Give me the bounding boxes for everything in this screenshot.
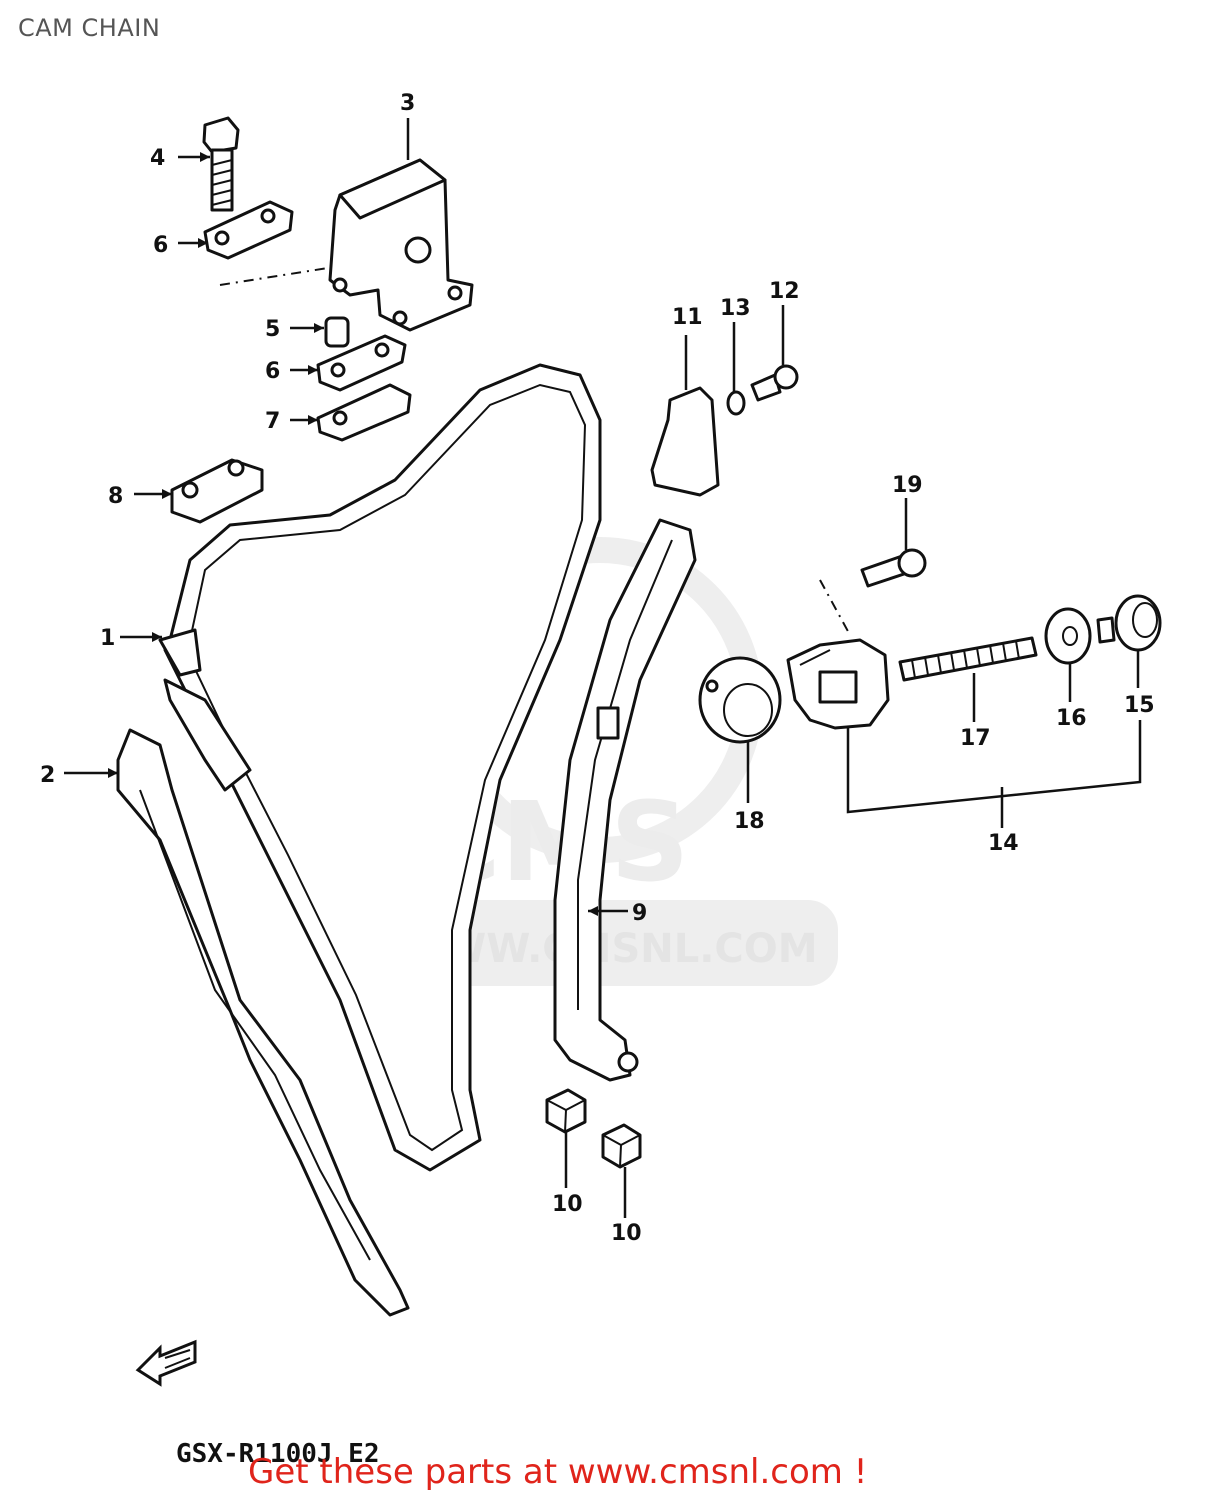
callout-19: 19 <box>892 473 923 498</box>
callout-13: 13 <box>720 296 751 321</box>
page-title: CAM CHAIN <box>18 14 161 42</box>
callout-4: 4 <box>150 146 165 171</box>
callout-9: 9 <box>632 901 647 926</box>
part-11-damper <box>650 386 720 497</box>
part-10-block-a <box>545 1088 587 1134</box>
callout-12: 12 <box>769 279 800 304</box>
part-17-spring <box>898 636 1038 682</box>
part-1-cam-chain <box>158 363 602 1172</box>
part-4-bolt <box>202 116 240 212</box>
callouts: 3 4 6 5 6 7 8 1 2 9 10 10 11 13 12 19 17… <box>40 91 1155 1246</box>
part-15-cap <box>1096 594 1162 652</box>
part-5-dowel <box>324 316 350 348</box>
callout-10-b: 10 <box>611 1221 642 1246</box>
callout-16: 16 <box>1056 706 1087 731</box>
part-16-washer <box>1044 607 1092 665</box>
callout-18: 18 <box>734 809 765 834</box>
footer-link[interactable]: Get these parts at www.cmsnl.com ! <box>248 1452 868 1492</box>
callout-8: 8 <box>108 484 123 509</box>
part-6-plate-upper <box>203 200 294 260</box>
callout-6-lower: 6 <box>265 359 280 384</box>
arrow-left-icon <box>135 1339 197 1387</box>
callout-10-a: 10 <box>552 1192 583 1217</box>
callout-5: 5 <box>265 317 280 342</box>
callout-6-upper: 6 <box>153 233 168 258</box>
callout-15: 15 <box>1124 693 1155 718</box>
part-14-tensioner-assembly <box>786 638 890 730</box>
part-2-chain-guide <box>116 728 410 1317</box>
callout-11: 11 <box>672 305 703 330</box>
part-9-tensioner-guide <box>553 518 697 1082</box>
part-8-block <box>170 458 264 524</box>
callout-7: 7 <box>265 409 280 434</box>
part-12-bolt <box>750 364 799 402</box>
callout-1: 1 <box>100 626 115 651</box>
callout-14: 14 <box>988 831 1019 856</box>
part-7-plate <box>316 383 412 442</box>
part-13-washer <box>726 390 746 416</box>
callout-3: 3 <box>400 91 415 116</box>
part-3-upper-guide <box>328 158 474 332</box>
part-6-plate-lower <box>316 334 407 392</box>
callout-2: 2 <box>40 763 55 788</box>
part-10-block-b <box>601 1123 642 1169</box>
model-code: GSX-R1100J E2 <box>176 1439 380 1469</box>
callout-17: 17 <box>960 726 991 751</box>
part-19-bolt <box>860 548 927 588</box>
leader-arrowheads <box>108 152 598 916</box>
part-18-gasket <box>698 656 782 744</box>
